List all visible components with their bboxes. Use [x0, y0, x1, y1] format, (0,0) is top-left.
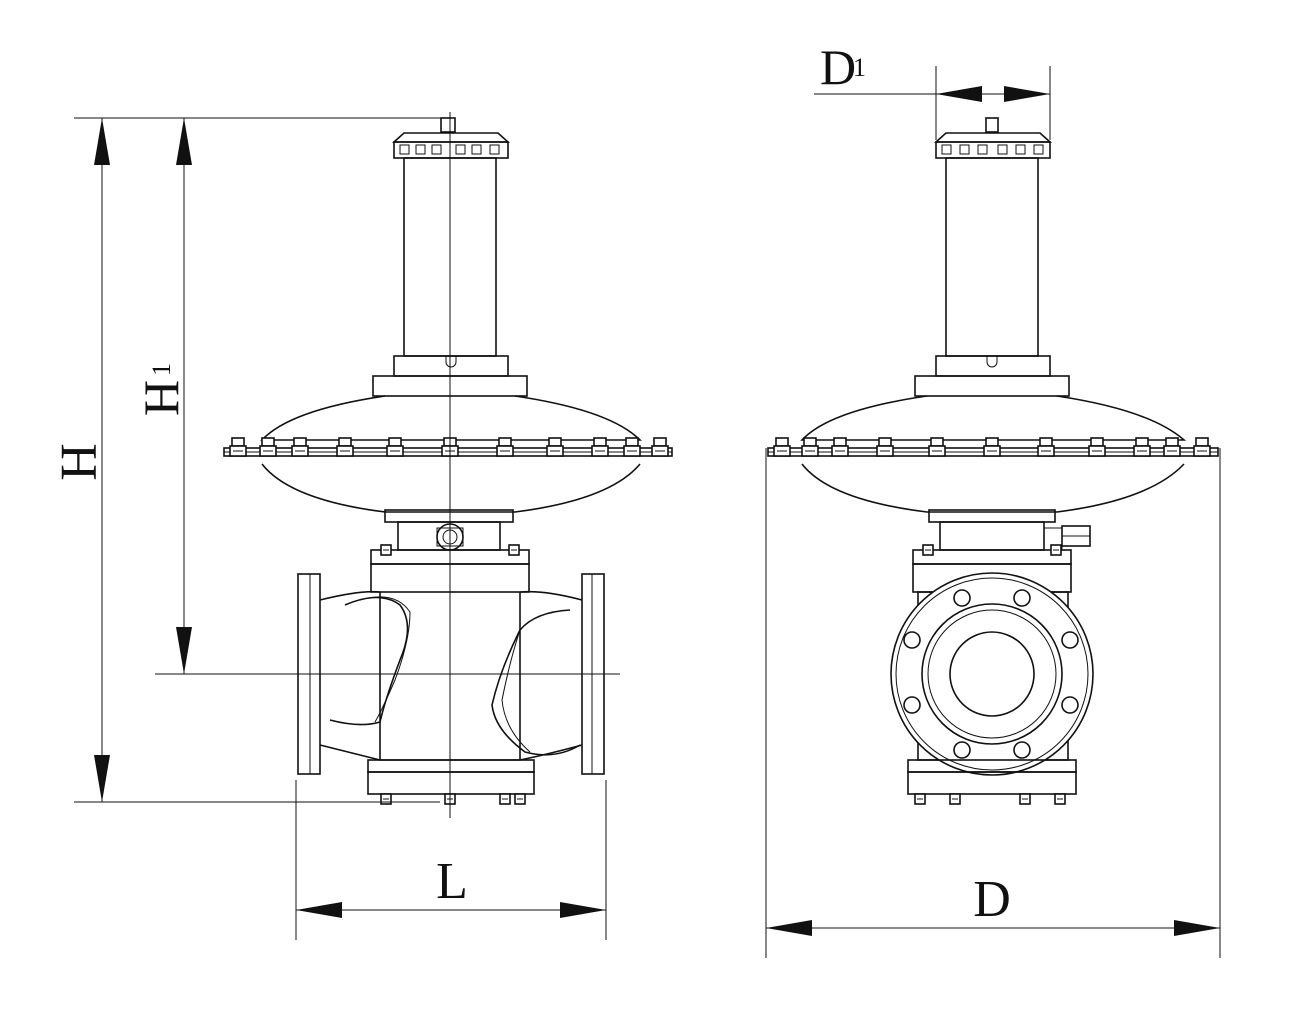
front-view-dimensions: H H 1 L — [51, 117, 620, 940]
dimension-label-D1-base: D — [820, 39, 856, 95]
dimension-label-L: L — [436, 853, 468, 910]
dimension-label-H1-sub: 1 — [147, 363, 176, 376]
dimension-D1: D 1 — [814, 39, 1051, 140]
front-view — [223, 112, 673, 818]
dimension-label-H1-base: H — [133, 380, 189, 416]
dimension-label-D1-sub: 1 — [853, 53, 866, 82]
dimension-H1: H 1 — [133, 118, 192, 674]
dimension-label-D: D — [973, 871, 1011, 928]
dimension-L: L — [295, 780, 607, 940]
side-view — [767, 117, 1219, 805]
dimension-label-H: H — [51, 443, 108, 481]
side-view-dimensions: D 1 D — [765, 39, 1221, 958]
dimension-D: D — [765, 448, 1221, 958]
dimension-H: H — [51, 118, 110, 802]
